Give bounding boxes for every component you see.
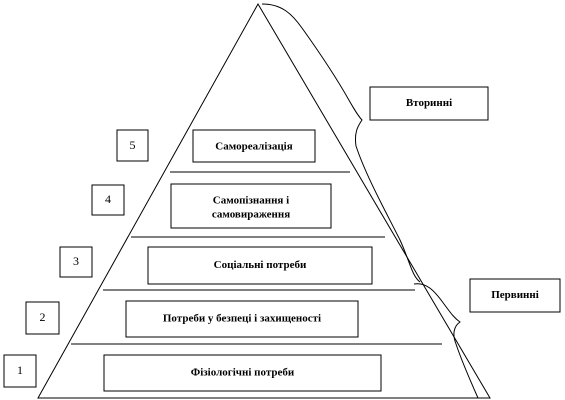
level-4-label-line1: Самопізнання і: [213, 195, 289, 207]
level-5-number: 5: [130, 138, 136, 152]
level-2-label: Потреби у безпеці і захищеності: [163, 313, 321, 325]
level-4-label-line2: самовираження: [212, 209, 290, 221]
level-3-number: 3: [73, 254, 79, 268]
level-3-label: Соціальні потреби: [214, 259, 307, 271]
secondary-group-label: Вторинні: [406, 97, 452, 109]
level-5-number-box: [116, 129, 149, 162]
level-1-box: [103, 354, 382, 392]
level-2-number-box: [25, 301, 60, 335]
primary-brace: [413, 283, 479, 399]
primary-group-box: [469, 278, 561, 313]
secondary-group-box: [369, 86, 489, 121]
level-4-number-box: [91, 184, 125, 216]
level-3-number-box: [59, 246, 93, 278]
level-4-number: 4: [105, 192, 111, 206]
level-1-label: Фізіологічні потреби: [191, 367, 295, 379]
level-1-number: 1: [17, 363, 23, 377]
level-2-number: 2: [40, 310, 46, 324]
level-5-box: [192, 129, 316, 163]
level-1-number-box: [3, 354, 37, 388]
secondary-brace: [261, 3, 421, 283]
level-4-box: [170, 183, 332, 229]
primary-group-label: Первинні: [491, 289, 539, 301]
level-3-box: [147, 246, 373, 285]
level-5-label: Самореалізація: [215, 141, 292, 153]
level-2-box: [125, 300, 359, 338]
pyramid-outline: [37, 2, 491, 399]
